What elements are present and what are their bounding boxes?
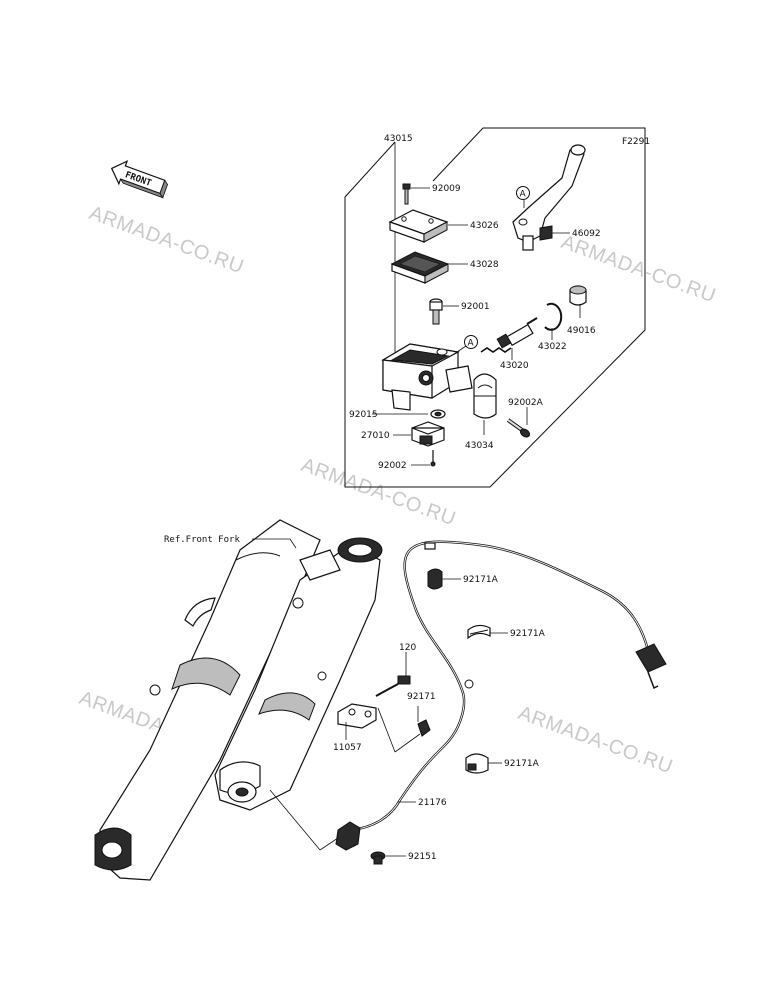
bolt-92151 xyxy=(370,851,386,865)
sensor-harness-21176 xyxy=(349,540,667,832)
part-label-92171: 92171 xyxy=(407,692,436,702)
part-label-92002: 92002 xyxy=(378,461,407,471)
part-label-46092: 46092 xyxy=(572,229,601,239)
part-label-92171a: 92171A xyxy=(510,629,546,639)
bolt-120 xyxy=(375,675,411,697)
part-label-92171a: 92171A xyxy=(463,575,499,585)
clamp-92171a xyxy=(427,568,443,590)
part-label-49016: 49016 xyxy=(567,326,596,336)
clamp-92171a xyxy=(467,624,491,640)
part-label-43026: 43026 xyxy=(470,221,499,231)
diagram-code: F2291 xyxy=(622,137,650,147)
master-cylinder-body xyxy=(381,343,473,411)
part-label-92009: 92009 xyxy=(432,184,461,194)
part-label-43015: 43015 xyxy=(384,134,413,144)
part-label-21176: 21176 xyxy=(418,798,447,808)
part-label-92151: 92151 xyxy=(408,852,437,862)
watermark: ARMADA-CO.RU xyxy=(86,202,246,278)
lever-46092 xyxy=(512,144,586,251)
watermarks: ARMADA-CO.RU ARMADA-CO.RU ARMADA-CO.RU A… xyxy=(76,202,718,778)
front-arrow-icon: FRONT xyxy=(110,160,169,199)
diaphragm-43028 xyxy=(390,251,450,284)
callout-a-label: A xyxy=(520,190,527,200)
brake-switch-27010 xyxy=(411,421,445,447)
leader-line xyxy=(289,538,297,549)
nut-92015 xyxy=(430,409,446,419)
part-label-11057: 11057 xyxy=(333,743,362,753)
leader-line xyxy=(453,345,467,355)
clip-92171 xyxy=(377,707,431,753)
part-label-43020: 43020 xyxy=(500,361,529,371)
watermark: ARMADA-CO.RU xyxy=(515,702,675,778)
reservoir-cap-43026 xyxy=(388,209,449,243)
part-label-43022: 43022 xyxy=(538,342,567,352)
front-fork xyxy=(94,519,383,881)
callout-a: A xyxy=(464,335,478,349)
circlip-43022 xyxy=(544,302,563,331)
callout-a-label: A xyxy=(468,339,475,349)
part-label-92171a: 92171A xyxy=(504,759,540,769)
part-label-92015: 92015 xyxy=(349,410,378,420)
part-label-92001: 92001 xyxy=(461,302,490,312)
bolt-92002a xyxy=(506,418,531,438)
bracket-11057 xyxy=(337,703,377,729)
part-label-120: 120 xyxy=(399,643,416,653)
wheel-sensor xyxy=(269,789,361,851)
part-label-27010: 27010 xyxy=(361,431,390,441)
reference-label: Ref.Front Fork xyxy=(164,535,240,545)
callout-a: A xyxy=(516,186,530,200)
bolt-92001 xyxy=(429,298,443,325)
part-label-92002a: 92002A xyxy=(508,398,544,408)
piston-assembly-43020 xyxy=(480,317,538,353)
boot-49016 xyxy=(569,285,587,306)
part-label-43028: 43028 xyxy=(470,260,499,270)
screw-92009 xyxy=(402,183,411,205)
assembly-outline xyxy=(344,127,646,488)
part-label-43034: 43034 xyxy=(465,441,494,451)
screw-92002 xyxy=(430,450,436,467)
holder-43034 xyxy=(473,373,497,419)
clamp-92171a xyxy=(465,753,489,774)
